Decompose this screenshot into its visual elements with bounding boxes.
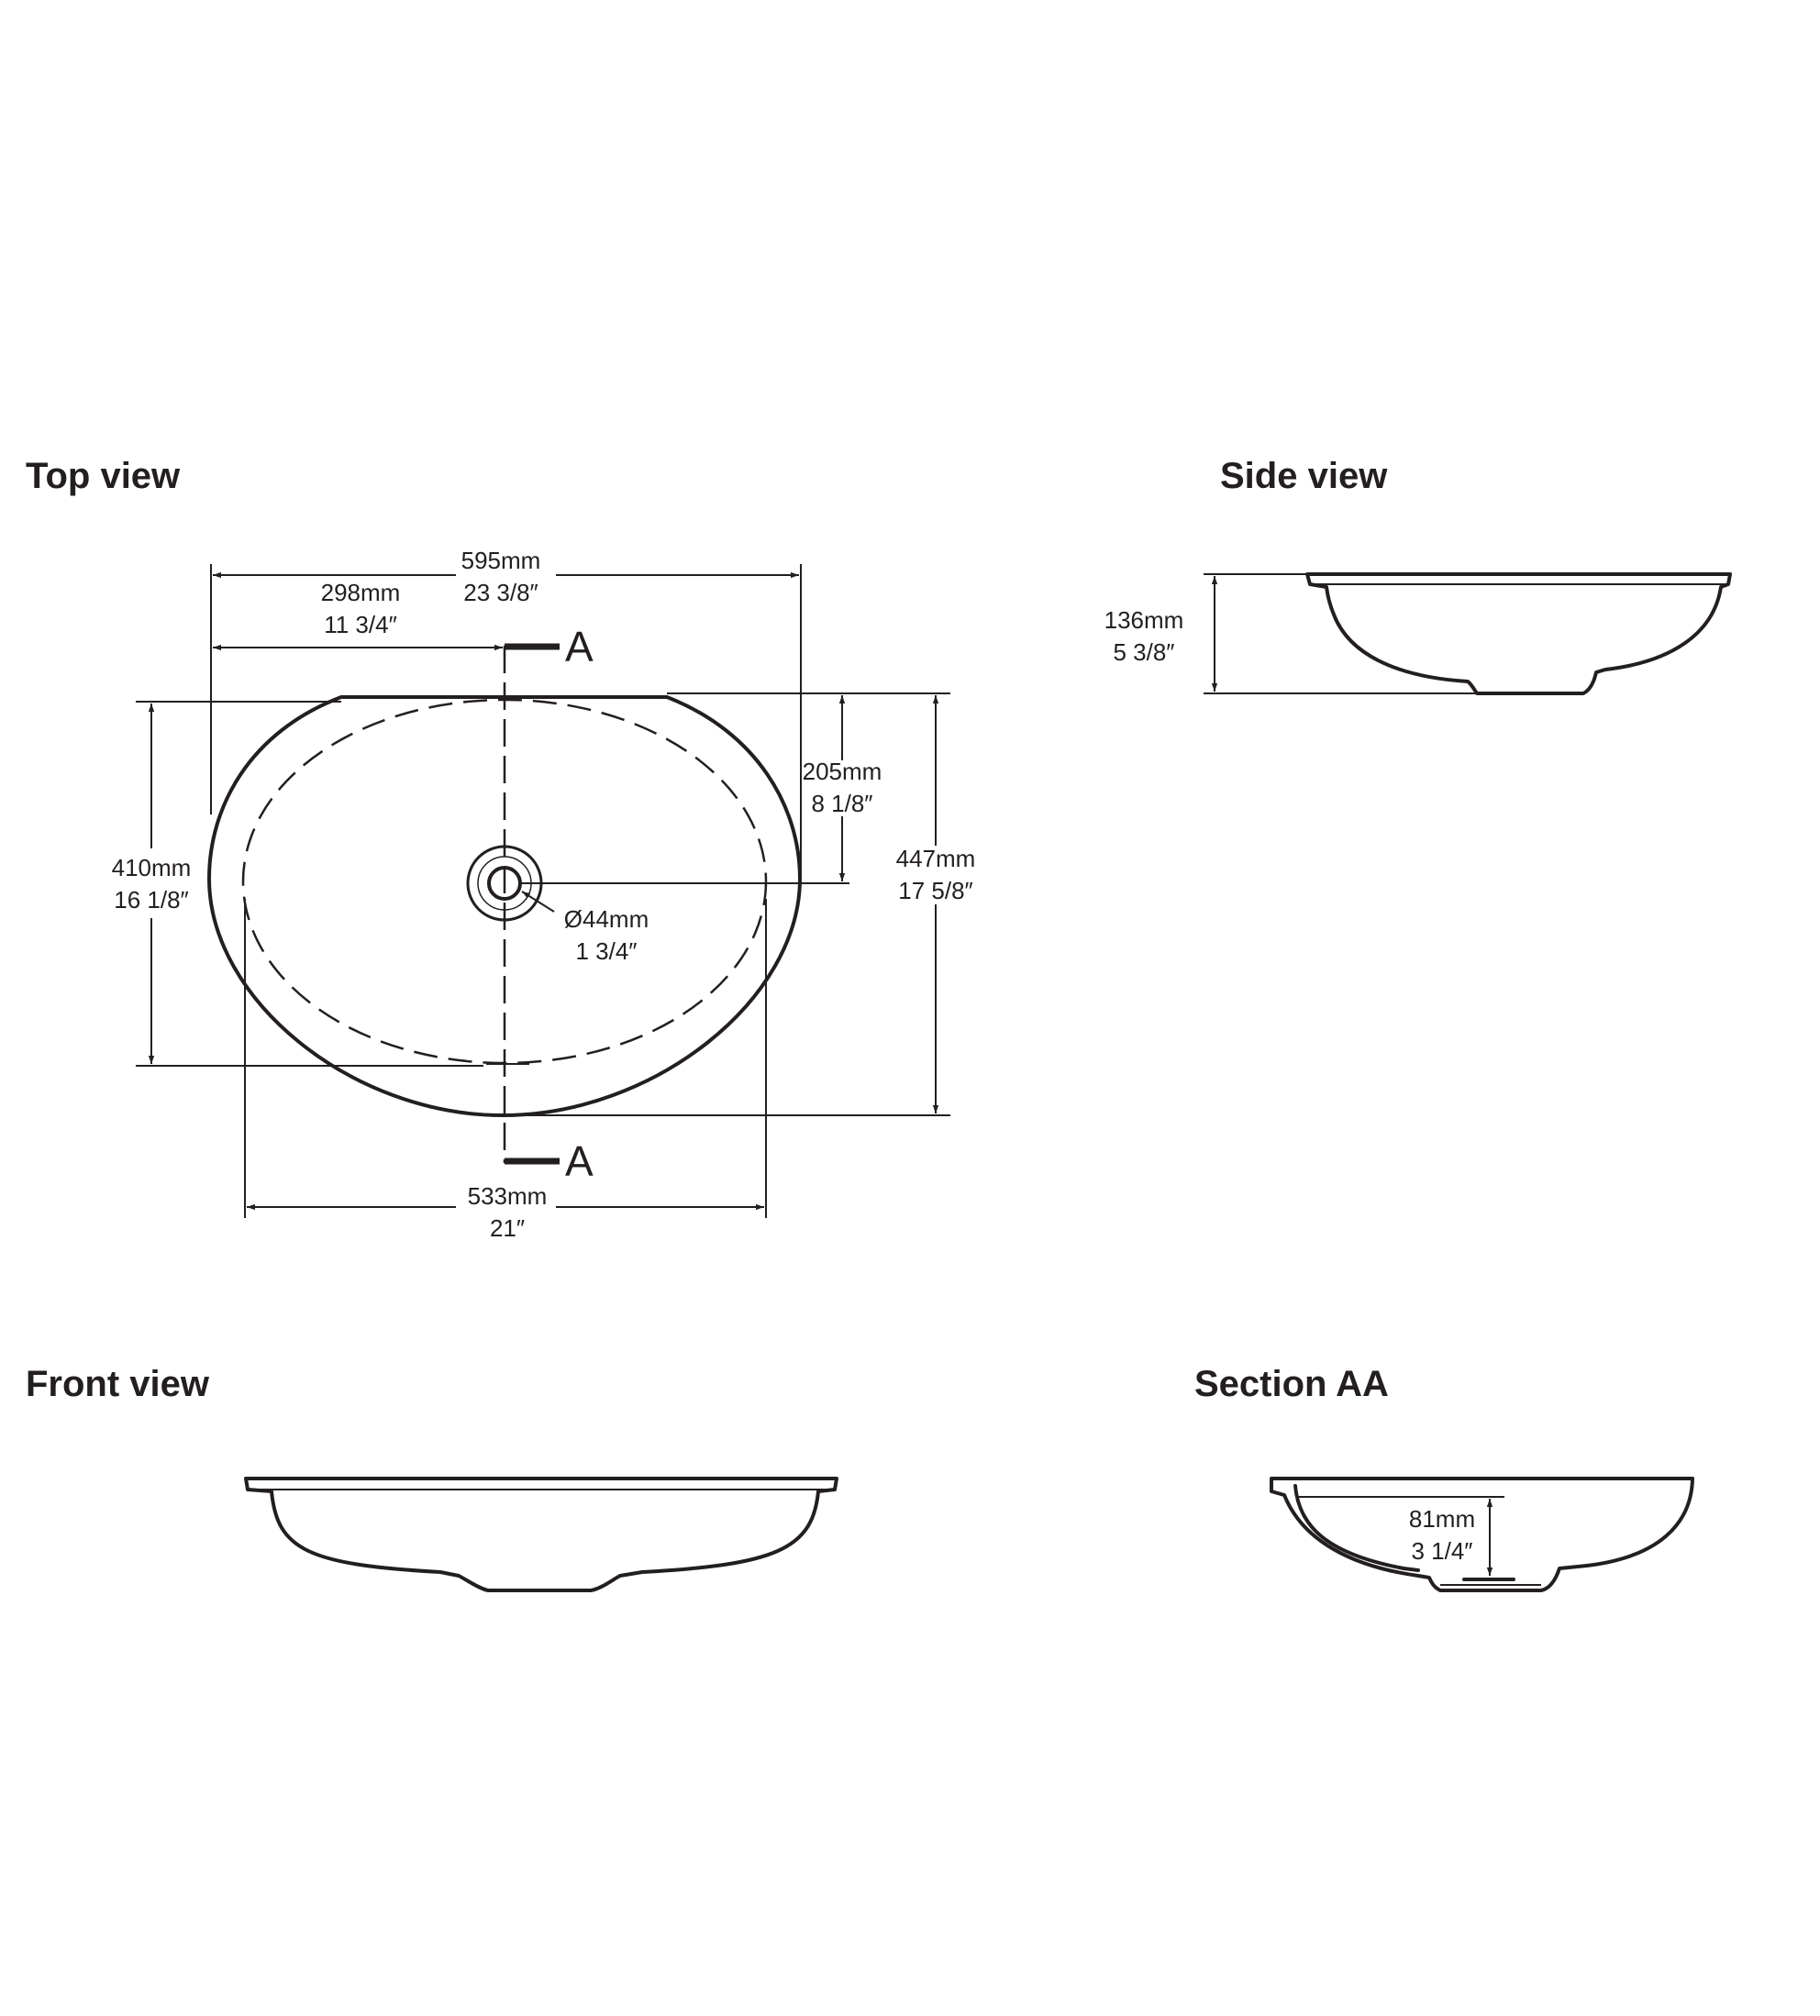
dim-533-inch: 21″ [490,1214,525,1242]
dim-205-mm: 205mm [803,758,882,785]
dim-298-inch: 11 3/4″ [324,611,397,638]
dim-drain-inch: 1 3/4″ [575,937,637,965]
dim-410-inch: 16 1/8″ [114,886,189,914]
front-view: Front view [26,1364,838,1592]
section-aa-view: Section AA 81mm 3 1/4″ [1194,1364,1694,1592]
dim-447-mm: 447mm [896,845,976,872]
section-aa-outer-profile [1270,1477,1694,1592]
dim-drain-mm: Ø44mm [564,905,649,933]
side-view-outline [1305,572,1732,695]
dim-81-mm: 81mm [1409,1505,1475,1533]
dim-595-inch: 23 3/8″ [463,579,538,606]
dim-205-inch: 8 1/8″ [811,790,872,817]
top-view-title: Top view [26,456,181,496]
section-aa-title: Section AA [1194,1364,1389,1404]
dim-136-inch: 5 3/8″ [1113,638,1174,666]
section-marker-bottom-label: A [565,1137,594,1185]
dim-533-mm: 533mm [468,1182,548,1210]
dim-410-mm: 410mm [112,854,192,881]
dim-447-inch: 17 5/8″ [898,877,973,904]
dim-298-mm: 298mm [321,579,401,606]
dim-leader-drain [521,891,555,913]
front-view-outline [244,1477,838,1592]
section-marker-top-label: A [565,623,594,670]
side-view: Side view 136mm 5 3/8″ [1104,456,1732,695]
section-aa-inner-wall [1293,1484,1420,1572]
front-view-title: Front view [26,1364,210,1404]
dim-410-backing [103,848,200,918]
side-view-title: Side view [1220,456,1388,496]
dim-595-mm: 595mm [461,547,541,574]
dim-136-mm: 136mm [1104,606,1184,634]
top-view: Top view A A 595mm 23 3/8″ 298mm [26,456,975,1242]
dim-81-inch: 3 1/4″ [1411,1537,1472,1565]
